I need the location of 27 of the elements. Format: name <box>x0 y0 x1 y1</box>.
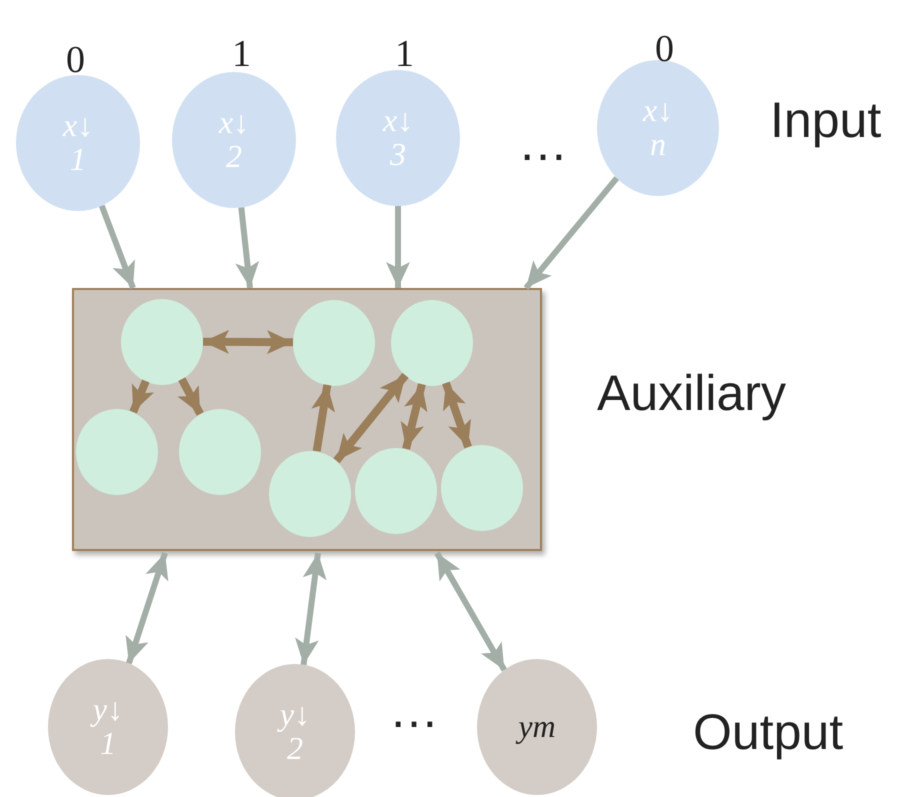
arrow <box>295 552 327 666</box>
arrow <box>311 384 336 452</box>
arrow <box>99 204 136 290</box>
layer-label: Output <box>693 707 844 757</box>
value-label: 1 <box>232 35 251 73</box>
arrow <box>202 330 294 354</box>
arrow <box>126 552 168 664</box>
layer-label: Auxiliary <box>597 368 786 418</box>
variable-label: y↓ 1 <box>83 693 133 761</box>
arrow <box>235 207 260 288</box>
auxiliary-box <box>72 288 542 550</box>
arrow <box>524 176 620 290</box>
arrow <box>434 552 507 672</box>
ellipsis: … <box>518 118 568 168</box>
arrow <box>442 382 472 448</box>
layer-label: Input <box>770 95 882 145</box>
arrow <box>333 372 409 464</box>
arrow <box>386 206 410 288</box>
value-label: 0 <box>655 30 674 68</box>
arrow <box>177 377 204 416</box>
ellipsis: … <box>389 685 439 735</box>
value-label: 0 <box>66 41 85 79</box>
value-label: 1 <box>395 35 414 73</box>
variable-label: ym <box>518 710 556 744</box>
arrow <box>400 383 428 450</box>
arrow <box>130 380 154 414</box>
variable-label: y↓ 2 <box>270 698 320 766</box>
